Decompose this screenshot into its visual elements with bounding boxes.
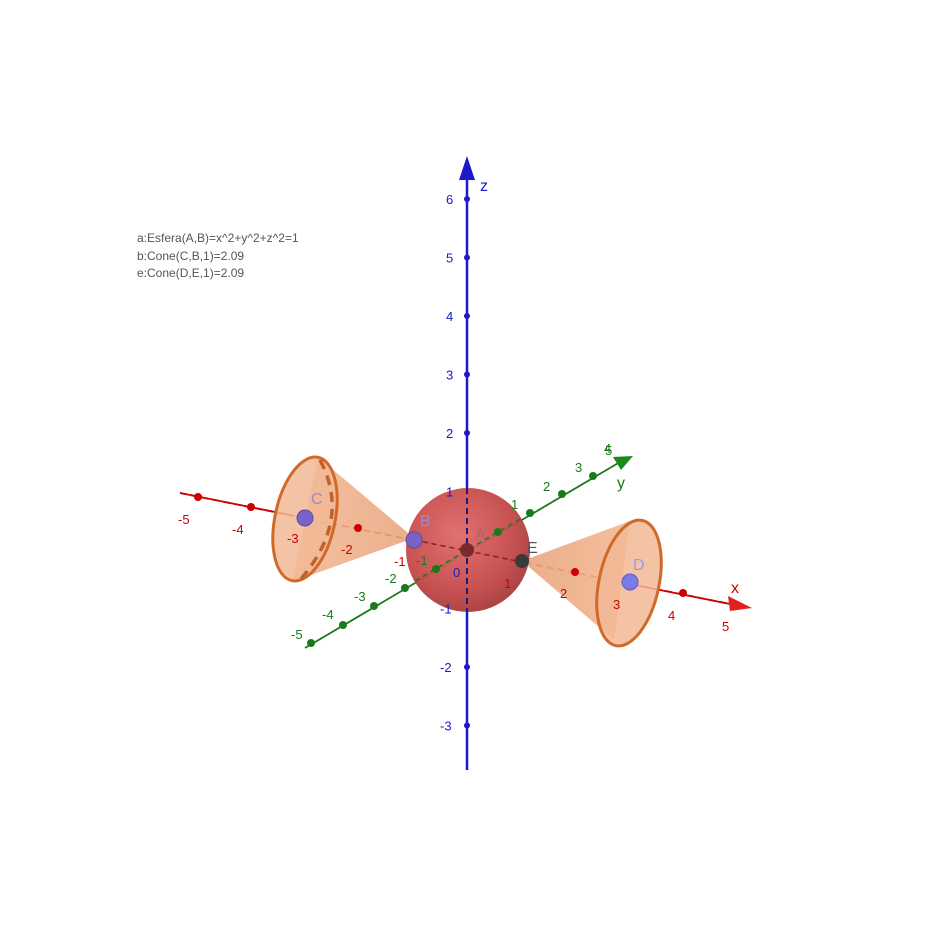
z-axis xyxy=(459,156,475,770)
z-axis-tick-label: 5 xyxy=(446,251,453,266)
x-axis-tick-label: -1 xyxy=(394,554,406,569)
y-axis-tick-label: -1 xyxy=(416,553,428,568)
z-axis-tick-mark xyxy=(464,196,470,202)
algebra-entry-cone-e[interactable]: e:Cone(D,E,1)=2.09 xyxy=(137,266,245,280)
y-axis-arrow-icon xyxy=(613,456,633,470)
y-axis-tick-mark xyxy=(526,509,534,517)
algebra-view: a:Esfera(A,B)=x^2+y^2+z^2=1 b:Cone(C,B,1… xyxy=(137,230,299,283)
x-axis-tick-label: 1 xyxy=(504,576,511,591)
y-axis-tick-label: -3 xyxy=(354,589,366,604)
x-axis-name: x xyxy=(731,580,739,597)
point-a[interactable] xyxy=(460,543,474,557)
x-axis-tick-label: 4 xyxy=(668,608,675,623)
x-axis-arrow-icon xyxy=(728,596,752,611)
z-axis-tick-mark xyxy=(464,430,470,436)
y-axis-tick-label: 3 xyxy=(575,460,582,475)
y-axis-tick-label: -4 xyxy=(322,607,334,622)
x-axis-tick-label: 3 xyxy=(613,597,620,612)
z-axis-tick-label: -3 xyxy=(440,719,452,734)
y-axis-tick-mark xyxy=(432,565,440,573)
y-axis-tick-mark xyxy=(494,528,502,536)
y-axis-name: y xyxy=(617,475,625,492)
y-axis-tick-label: -2 xyxy=(385,571,397,586)
z-axis-tick-label: 6 xyxy=(446,192,453,207)
x-axis-tick-label: 2 xyxy=(560,586,567,601)
z-axis-tick-label: 2 xyxy=(446,426,453,441)
algebra-entry-sphere[interactable]: a:Esfera(A,B)=x^2+y^2+z^2=1 xyxy=(137,231,299,245)
x-axis-tick-mark xyxy=(679,589,687,597)
y-axis-tick-mark xyxy=(339,621,347,629)
y-axis-tick-label: 5 xyxy=(605,443,612,458)
algebra-entry-cone-b[interactable]: b:Cone(C,B,1)=2.09 xyxy=(137,248,245,263)
cone-d[interactable] xyxy=(522,514,672,652)
z-axis-tick-label: 1 xyxy=(446,485,453,500)
point-d-label: D xyxy=(633,557,645,574)
point-e[interactable] xyxy=(515,554,529,568)
z-axis-tick-mark xyxy=(464,722,470,729)
y-axis-tick-mark xyxy=(370,602,378,610)
z-axis-tick-label: 0 xyxy=(453,565,460,580)
y-axis-tick-label: 2 xyxy=(543,479,550,494)
z-axis-tick-mark xyxy=(464,313,470,319)
x-axis-tick-label: -3 xyxy=(287,531,299,546)
y-axis-tick-label: -5 xyxy=(291,627,303,642)
x-axis-tick-label: 5 xyxy=(722,619,729,634)
point-b[interactable] xyxy=(405,531,423,549)
z-axis-name: z xyxy=(480,178,488,195)
z-axis-tick-label: -2 xyxy=(440,660,452,675)
z-axis-tick-label: 3 xyxy=(446,368,453,383)
y-axis-tick-label: 1 xyxy=(511,497,518,512)
point-a-label: A xyxy=(475,527,486,544)
point-e-label: E xyxy=(527,540,538,557)
z-axis-tick-mark xyxy=(464,664,470,670)
z-axis-tick-mark xyxy=(464,371,470,378)
point-c-label: C xyxy=(311,491,323,508)
cone-c[interactable] xyxy=(263,451,414,587)
z-axis-tick-label: -1 xyxy=(440,602,452,617)
z-axis-arrow-icon xyxy=(459,156,475,180)
z-axis-tick-label: 4 xyxy=(446,309,453,324)
x-axis-tick-mark xyxy=(571,568,579,576)
y-axis-tick-mark xyxy=(589,472,597,480)
z-axis-tick-mark xyxy=(464,254,470,261)
y-axis-tick-mark xyxy=(558,490,566,498)
y-axis-tick-mark xyxy=(401,584,409,592)
point-d[interactable] xyxy=(621,573,639,591)
x-axis-tick-label: -2 xyxy=(341,542,353,557)
y-axis-tick-mark xyxy=(307,639,315,647)
point-b-label: B xyxy=(420,513,431,530)
x-axis-tick-mark xyxy=(247,503,255,511)
x-axis-tick-mark xyxy=(354,524,362,532)
point-c[interactable] xyxy=(296,509,314,527)
x-axis-tick-mark xyxy=(194,493,202,501)
x-axis-tick-label: -5 xyxy=(178,512,190,527)
x-axis-tick-label: -4 xyxy=(232,522,244,537)
y-axis-tick-label: 4 xyxy=(604,441,611,456)
